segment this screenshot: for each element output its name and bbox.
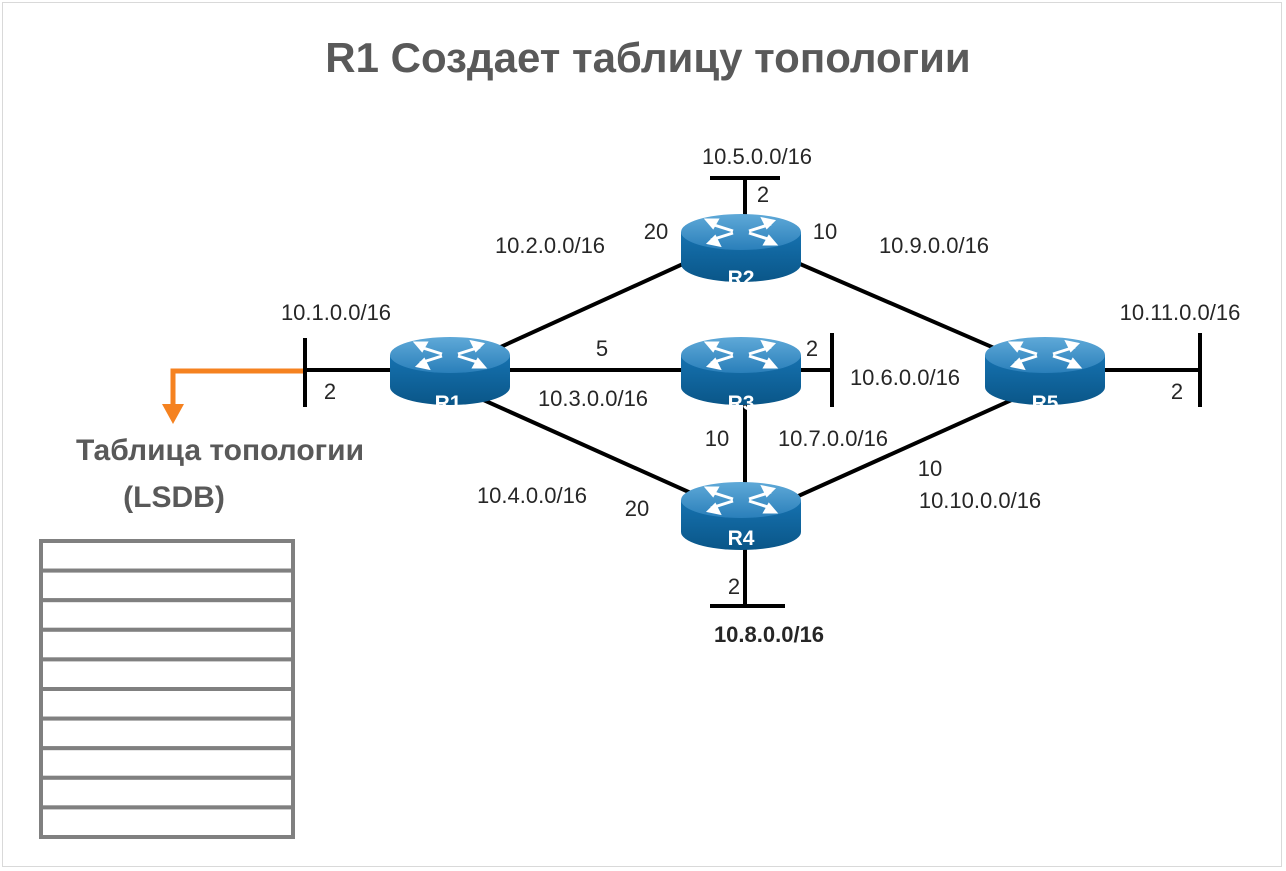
cost-label: 20 [625,496,649,521]
router-r1[interactable]: R1 [388,335,512,415]
network-label: 10.9.0.0/16 [879,233,989,258]
cost-label: 2 [324,379,336,404]
table-row [39,657,295,692]
router-r3[interactable]: R3 [679,335,803,415]
network-label: 10.4.0.0/16 [477,483,587,508]
lsdb-subtitle: (LSDB) [123,481,225,514]
router-r5[interactable]: R5 [983,335,1107,415]
router-label: R3 [728,392,755,415]
cost-label: 2 [728,574,740,599]
table-row [39,716,295,751]
topology-table [39,539,295,840]
cost-label: 10 [918,456,942,481]
table-row [39,627,295,662]
network-label: 10.2.0.0/16 [495,233,605,258]
router-label: R2 [728,267,755,290]
table-row [39,746,295,780]
router-label: R5 [1032,392,1059,415]
cost-label: 10 [705,426,729,451]
table-row [39,539,295,573]
router-r2[interactable]: R2 [679,212,803,290]
cost-label: 10 [813,219,837,244]
cost-label: 2 [1171,379,1183,404]
router-label: R1 [435,392,462,415]
network-label: 10.8.0.0/16 [714,622,824,647]
network-label: 10.6.0.0/16 [850,365,960,390]
table-row [39,568,295,603]
router-r4[interactable]: R4 [679,480,803,552]
network-label: 10.11.0.0/16 [1120,300,1241,325]
table-row [39,598,295,632]
network-label: 10.5.0.0/16 [702,144,812,169]
network-label: 10.10.0.0/16 [919,488,1041,513]
network-label: 10.3.0.0/16 [538,386,648,411]
table-row [39,775,295,810]
page-title: R1 Создает таблицу топологии [325,34,970,81]
arrow-icon [162,368,303,424]
cost-label: 2 [806,336,818,361]
lsdb-title: Таблица топологии [76,434,364,467]
table-row [39,805,295,840]
table-row [39,687,295,721]
network-label: 10.7.0.0/16 [778,426,888,451]
router-label: R4 [728,527,755,550]
cost-label: 2 [757,182,769,207]
cost-label: 5 [596,336,608,361]
cost-label: 20 [644,219,668,244]
network-label: 10.1.0.0/16 [281,300,391,325]
